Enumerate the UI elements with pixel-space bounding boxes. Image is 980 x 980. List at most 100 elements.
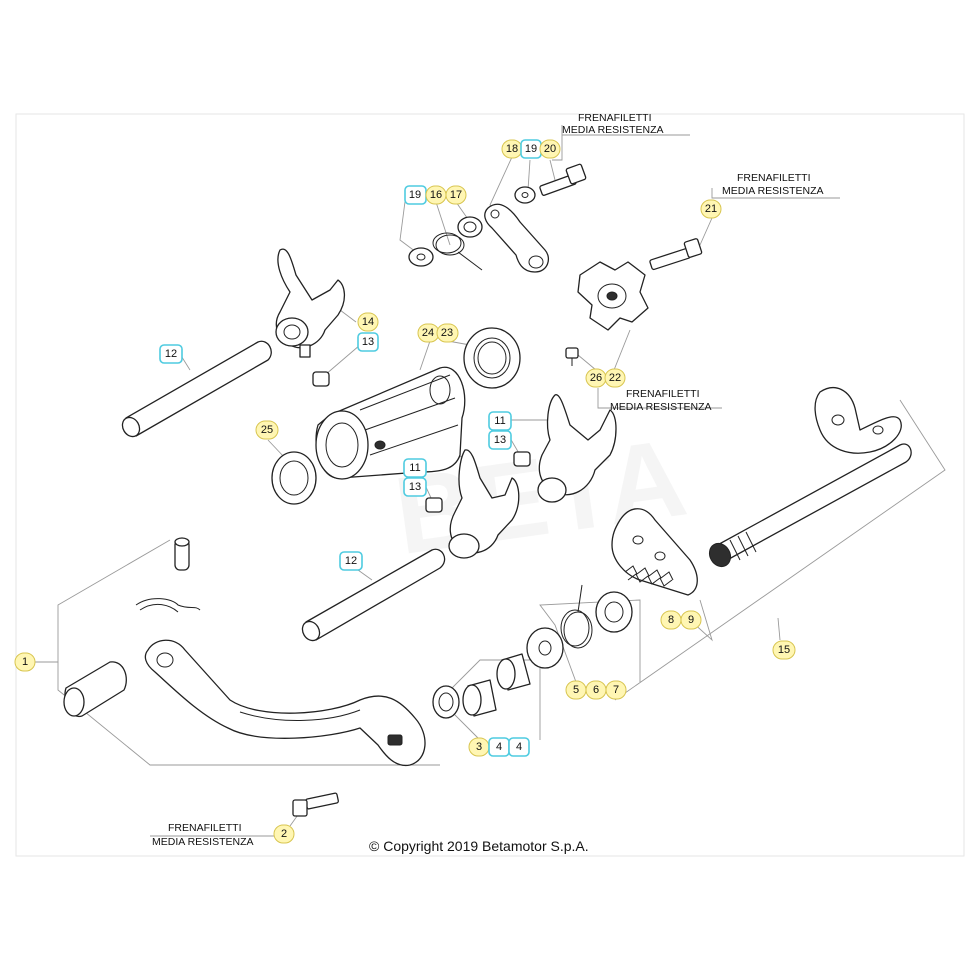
badge-19-left: 19 bbox=[404, 185, 427, 205]
part-washer-19-top bbox=[514, 186, 536, 204]
part-bearing-17 bbox=[457, 216, 483, 238]
part-oil-seal-25 bbox=[271, 451, 317, 505]
part-bolt-21 bbox=[649, 238, 703, 271]
badge-4-a: 4 bbox=[488, 737, 510, 757]
badge-21: 21 bbox=[700, 199, 722, 219]
part-screw-26 bbox=[565, 347, 579, 366]
badge-22: 22 bbox=[604, 368, 626, 388]
svg-text:25: 25 bbox=[261, 424, 273, 436]
badge-26: 26 bbox=[585, 368, 607, 388]
svg-text:20: 20 bbox=[544, 143, 556, 155]
svg-text:13: 13 bbox=[409, 481, 421, 493]
badge-14: 14 bbox=[357, 312, 379, 332]
part-number-badges: 18 19 20 19 16 17 21 14 13 12 24 23 26 2… bbox=[14, 139, 796, 844]
svg-text:4: 4 bbox=[516, 741, 522, 753]
svg-text:MEDIA RESISTENZA: MEDIA RESISTENZA bbox=[722, 185, 824, 197]
part-bushing-4-a bbox=[462, 679, 497, 717]
svg-text:24: 24 bbox=[422, 327, 434, 339]
badge-19-top: 19 bbox=[520, 139, 542, 159]
note-bottom: FRENAFILETTI MEDIA RESISTENZA bbox=[152, 822, 254, 848]
part-bolt-20 bbox=[539, 163, 587, 196]
svg-text:MEDIA RESISTENZA: MEDIA RESISTENZA bbox=[562, 124, 664, 136]
part-shift-plate-8 bbox=[611, 508, 698, 596]
svg-text:12: 12 bbox=[345, 555, 357, 567]
part-spring-9 bbox=[624, 565, 674, 587]
svg-text:23: 23 bbox=[441, 327, 453, 339]
badge-4-b: 4 bbox=[508, 737, 530, 757]
svg-text:12: 12 bbox=[165, 348, 177, 360]
part-shift-drum-24 bbox=[315, 366, 466, 480]
badge-20: 20 bbox=[539, 139, 561, 159]
badge-13-mid: 13 bbox=[488, 430, 512, 450]
part-shift-fork-11-right bbox=[537, 394, 617, 503]
part-spring-16 bbox=[432, 232, 483, 271]
svg-text:13: 13 bbox=[494, 434, 506, 446]
note-right: FRENAFILETTI MEDIA RESISTENZA bbox=[722, 172, 824, 197]
svg-text:21: 21 bbox=[705, 203, 717, 215]
svg-text:14: 14 bbox=[362, 316, 374, 328]
part-washer-5 bbox=[526, 627, 564, 669]
svg-text:15: 15 bbox=[778, 644, 790, 656]
part-bushing-4-b bbox=[496, 653, 531, 691]
svg-text:26: 26 bbox=[590, 372, 602, 384]
svg-text:11: 11 bbox=[409, 462, 420, 474]
badge-8: 8 bbox=[660, 610, 682, 630]
part-spring-6 bbox=[560, 584, 593, 649]
svg-text:4: 4 bbox=[496, 741, 502, 753]
part-selector-star-22 bbox=[577, 261, 649, 331]
svg-text:17: 17 bbox=[450, 189, 462, 201]
badge-24: 24 bbox=[417, 323, 440, 343]
part-oil-seal-23 bbox=[463, 327, 521, 389]
svg-text:8: 8 bbox=[668, 614, 674, 626]
part-fork-shaft-12-lower bbox=[301, 548, 446, 642]
part-pin-13-mid bbox=[513, 451, 531, 467]
badge-7: 7 bbox=[605, 680, 627, 700]
note-middle: FRENAFILETTI MEDIA RESISTENZA bbox=[610, 388, 712, 413]
badge-17: 17 bbox=[445, 185, 467, 205]
part-shift-fork-14 bbox=[275, 248, 346, 358]
svg-text:1: 1 bbox=[22, 656, 28, 668]
svg-text:FRENAFILETTI: FRENAFILETTI bbox=[168, 822, 242, 834]
part-gear-pedal-1 bbox=[63, 537, 426, 767]
badge-16: 16 bbox=[425, 185, 447, 205]
part-washer-19-left bbox=[408, 247, 434, 267]
badge-13-upper: 13 bbox=[357, 332, 379, 352]
leader-lines bbox=[30, 125, 946, 837]
svg-text:5: 5 bbox=[573, 684, 579, 696]
svg-text:11: 11 bbox=[494, 415, 505, 427]
svg-text:22: 22 bbox=[609, 372, 621, 384]
badge-3: 3 bbox=[468, 737, 490, 757]
badge-5: 5 bbox=[565, 680, 587, 700]
part-bushing-7 bbox=[595, 591, 633, 633]
part-bolt-2 bbox=[292, 792, 339, 817]
svg-text:2: 2 bbox=[281, 828, 287, 840]
note-top: FRENAFILETTI MEDIA RESISTENZA bbox=[562, 112, 664, 136]
part-pin-13-upper bbox=[312, 371, 330, 387]
badge-2: 2 bbox=[273, 824, 295, 844]
svg-text:19: 19 bbox=[409, 189, 421, 201]
svg-text:6: 6 bbox=[593, 684, 599, 696]
badge-13-low: 13 bbox=[403, 477, 427, 497]
svg-text:9: 9 bbox=[688, 614, 694, 626]
copyright-text: © Copyright 2019 Betamotor S.p.A. bbox=[369, 838, 589, 854]
svg-text:16: 16 bbox=[430, 189, 442, 201]
badge-9: 9 bbox=[680, 610, 702, 630]
part-shift-shaft-15 bbox=[708, 387, 912, 568]
badge-11-left: 11 bbox=[403, 458, 427, 478]
badge-12-lower: 12 bbox=[339, 551, 363, 571]
part-fork-shaft-12-upper bbox=[121, 340, 272, 438]
diagram-frame bbox=[15, 113, 965, 857]
svg-text:FRENAFILETTI: FRENAFILETTI bbox=[578, 112, 652, 124]
svg-text:FRENAFILETTI: FRENAFILETTI bbox=[737, 172, 811, 184]
badge-23: 23 bbox=[436, 323, 459, 343]
badge-18: 18 bbox=[501, 139, 523, 159]
part-seal-3 bbox=[432, 685, 460, 719]
badge-12-upper: 12 bbox=[159, 344, 183, 364]
badge-1: 1 bbox=[14, 652, 36, 672]
svg-text:18: 18 bbox=[506, 143, 518, 155]
svg-text:FRENAFILETTI: FRENAFILETTI bbox=[626, 388, 700, 400]
part-shift-fork-11-left bbox=[448, 449, 520, 559]
badge-15: 15 bbox=[772, 640, 796, 660]
svg-text:3: 3 bbox=[476, 741, 482, 753]
